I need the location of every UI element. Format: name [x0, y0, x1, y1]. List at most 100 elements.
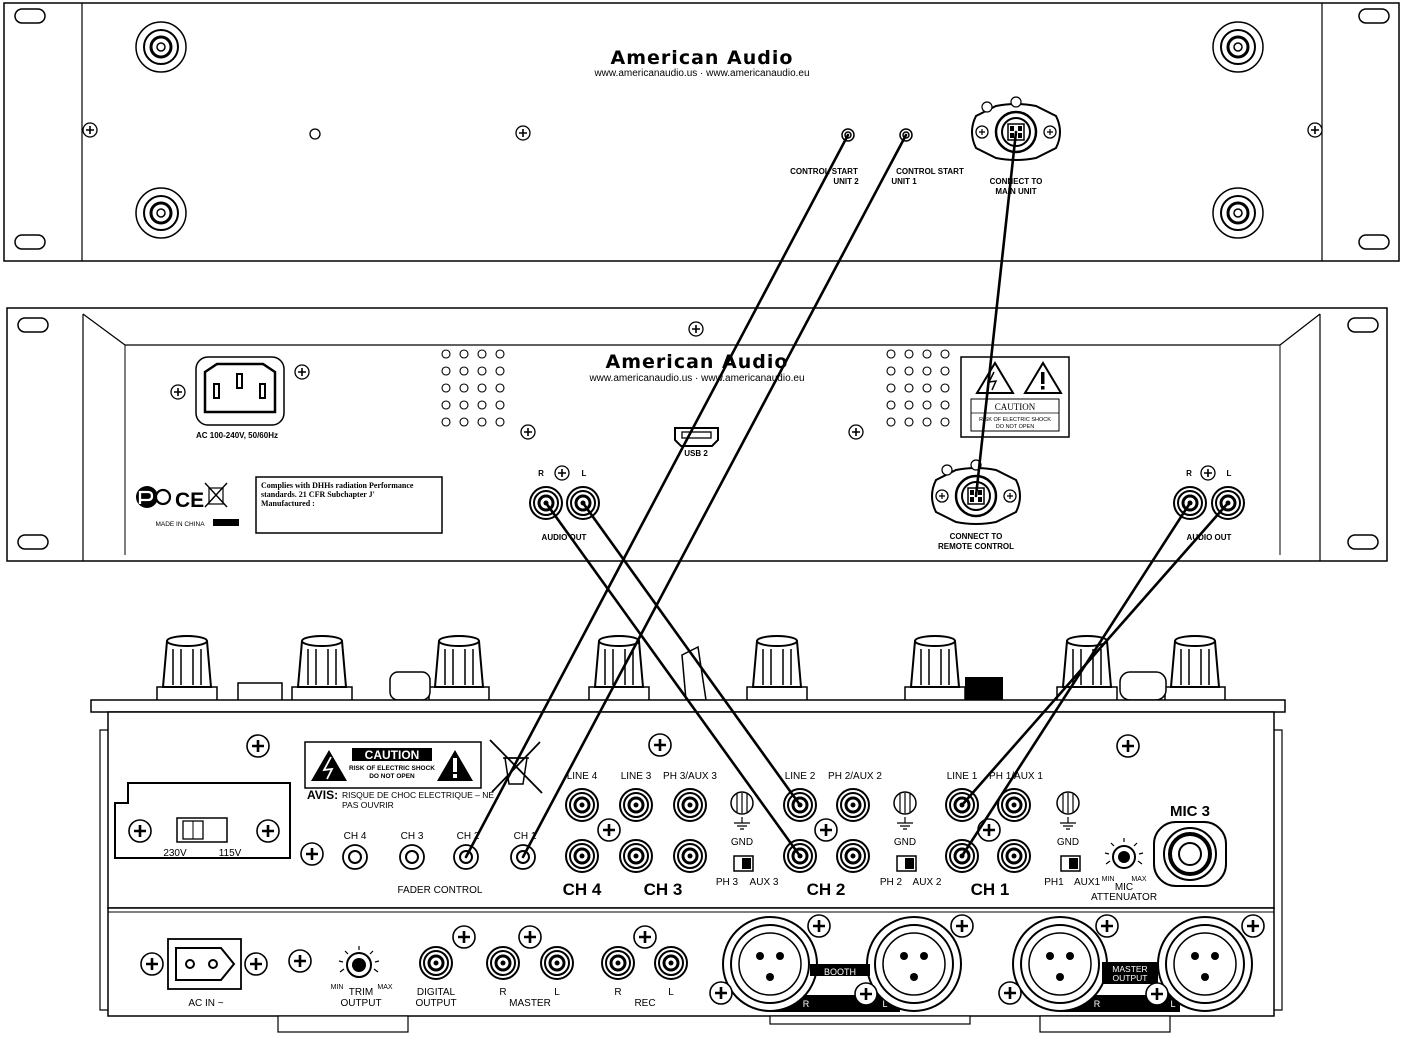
- connect-main-label: CONNECT TO: [990, 177, 1043, 186]
- trim-max-label: MAX: [377, 984, 393, 991]
- mic-min-label: MIN: [1102, 876, 1115, 883]
- line3-r-jack[interactable]: [618, 787, 654, 823]
- ph2aux2-r-jack[interactable]: [835, 787, 871, 823]
- mic-max-label: MAX: [1131, 876, 1147, 883]
- mixer-caution-line2: DO NOT OPEN: [369, 773, 415, 780]
- digital-label2: OUTPUT: [415, 998, 456, 1009]
- rec-r-jack[interactable]: [600, 945, 636, 981]
- mount-screw-icon: [134, 186, 188, 240]
- cable-audio-out-1-l: [581, 501, 802, 807]
- audio-out-l-label: L: [582, 469, 587, 478]
- screw-icon: [517, 924, 543, 950]
- screw-icon: [997, 980, 1023, 1006]
- fader-control-label: FADER CONTROL: [397, 885, 482, 896]
- master-label: MASTER: [509, 998, 551, 1009]
- rack-ear-slot: [1347, 317, 1379, 333]
- ph3aux3-l-jack[interactable]: [672, 838, 708, 874]
- sw1-ph-label: PH1: [1044, 877, 1064, 888]
- cable-audio-out-1-r: [544, 501, 802, 858]
- screw-icon: [976, 817, 1002, 843]
- sw2-aux-label: AUX 2: [913, 877, 942, 888]
- line3-l-jack[interactable]: [618, 838, 654, 874]
- rec-l-jack[interactable]: [653, 945, 689, 981]
- ch2-label: CH 2: [807, 880, 846, 899]
- screw-icon: [1115, 733, 1141, 759]
- connect-remote-label2: REMOTE CONTROL: [938, 542, 1014, 551]
- rack-ear-slot: [1358, 8, 1390, 24]
- master-r-jack[interactable]: [485, 945, 521, 981]
- avis-text1: RISQUE DE CHOC ELECTRIQUE – NE: [342, 790, 494, 800]
- ac-in-socket[interactable]: [167, 938, 242, 990]
- screw-icon: [1200, 465, 1216, 481]
- compliance-line3: Manufactured :: [261, 499, 315, 508]
- mixer-caution-title: CAUTION: [365, 748, 420, 762]
- vent-right: [886, 349, 950, 427]
- gnd-terminal-2[interactable]: [893, 791, 917, 815]
- control-start-1-label: CONTROL START: [896, 167, 964, 176]
- compliance-line2: standards. 21 CFR Subchapter J': [261, 490, 375, 499]
- knob-icon: [1056, 635, 1118, 702]
- sw2-ph-label: PH 2: [880, 877, 903, 888]
- gnd3-label: GND: [731, 837, 753, 848]
- booth-r-label: R: [803, 999, 810, 1009]
- ac-in-label: AC IN ~: [188, 998, 223, 1009]
- gnd2-label: GND: [894, 837, 916, 848]
- fader-ch4-label: CH 4: [344, 831, 367, 842]
- screw-icon: [1094, 913, 1120, 939]
- ph2aux2-l-jack[interactable]: [835, 838, 871, 874]
- cable-control-start-2: [464, 133, 850, 859]
- ph3aux3-label: PH 3/AUX 3: [663, 771, 717, 782]
- digital-output-jack[interactable]: [418, 945, 454, 981]
- master-l-jack[interactable]: [539, 945, 575, 981]
- control-start-2-label2: UNIT 2: [833, 177, 859, 186]
- usb-label: USB 2: [684, 449, 708, 458]
- line2-label: LINE 2: [785, 771, 816, 782]
- gnd-terminal-1[interactable]: [1056, 791, 1080, 815]
- screw-icon: [451, 924, 477, 950]
- remote-unit: American Audio www.americanaudio.us · ww…: [3, 2, 1400, 262]
- mount-screw-icon: [134, 20, 188, 74]
- knob-icon: [746, 635, 808, 702]
- screw-icon: [554, 465, 570, 481]
- mixer-knobs: [156, 635, 1226, 702]
- shock-warning-icon: [311, 750, 347, 781]
- gnd-terminal-3[interactable]: [730, 791, 754, 815]
- ph3aux3-r-jack[interactable]: [672, 787, 708, 823]
- main-website: www.americanaudio.us · www.americanaudio…: [588, 373, 804, 384]
- shock-warning-icon: [975, 361, 1015, 394]
- mic-attenuator-knob[interactable]: [1104, 838, 1144, 869]
- line4-r-jack[interactable]: [564, 787, 600, 823]
- compliance-box: [255, 476, 443, 534]
- knob-icon: [1164, 635, 1226, 702]
- screw-icon: [127, 818, 153, 844]
- screw-icon: [299, 841, 325, 867]
- knob-icon: [428, 635, 490, 702]
- trim-output-knob[interactable]: [338, 946, 380, 978]
- knob-icon: [588, 635, 650, 702]
- audio-out-2-label: AUDIO OUT: [1187, 533, 1232, 542]
- audio-out-1-label: AUDIO OUT: [542, 533, 587, 542]
- mo-l-label: L: [1170, 999, 1175, 1009]
- ph1aux1-l-jack[interactable]: [996, 838, 1032, 874]
- booth-l-xlr[interactable]: [866, 916, 962, 1012]
- screw-icon: [688, 321, 704, 337]
- cable-audio-out-2-l: [960, 501, 1230, 807]
- mic3-jack[interactable]: [1153, 821, 1227, 887]
- mixer-caution-line1: RISK OF ELECTRIC SHOCK: [349, 765, 435, 772]
- connect-remote-label: CONNECT TO: [950, 532, 1003, 541]
- avis-label: AVIS:: [307, 788, 338, 802]
- booth-r-xlr[interactable]: [722, 916, 818, 1012]
- screw-icon: [287, 948, 313, 974]
- booth-l-label: L: [882, 999, 887, 1009]
- rack-ear-slot: [1347, 534, 1379, 550]
- fader-ch2-label: CH 2: [457, 831, 480, 842]
- rec-r-label: R: [614, 987, 621, 998]
- master-output-r-xlr[interactable]: [1012, 916, 1108, 1012]
- voltage-115-label: 115V: [219, 848, 242, 859]
- line4-l-jack[interactable]: [564, 838, 600, 874]
- ch4-label: CH 4: [563, 880, 602, 899]
- fader-ch3-label: CH 3: [401, 831, 424, 842]
- booth-label: BOOTH: [824, 967, 856, 977]
- rack-ear-slot: [1358, 234, 1390, 250]
- master-output-l-xlr[interactable]: [1157, 916, 1253, 1012]
